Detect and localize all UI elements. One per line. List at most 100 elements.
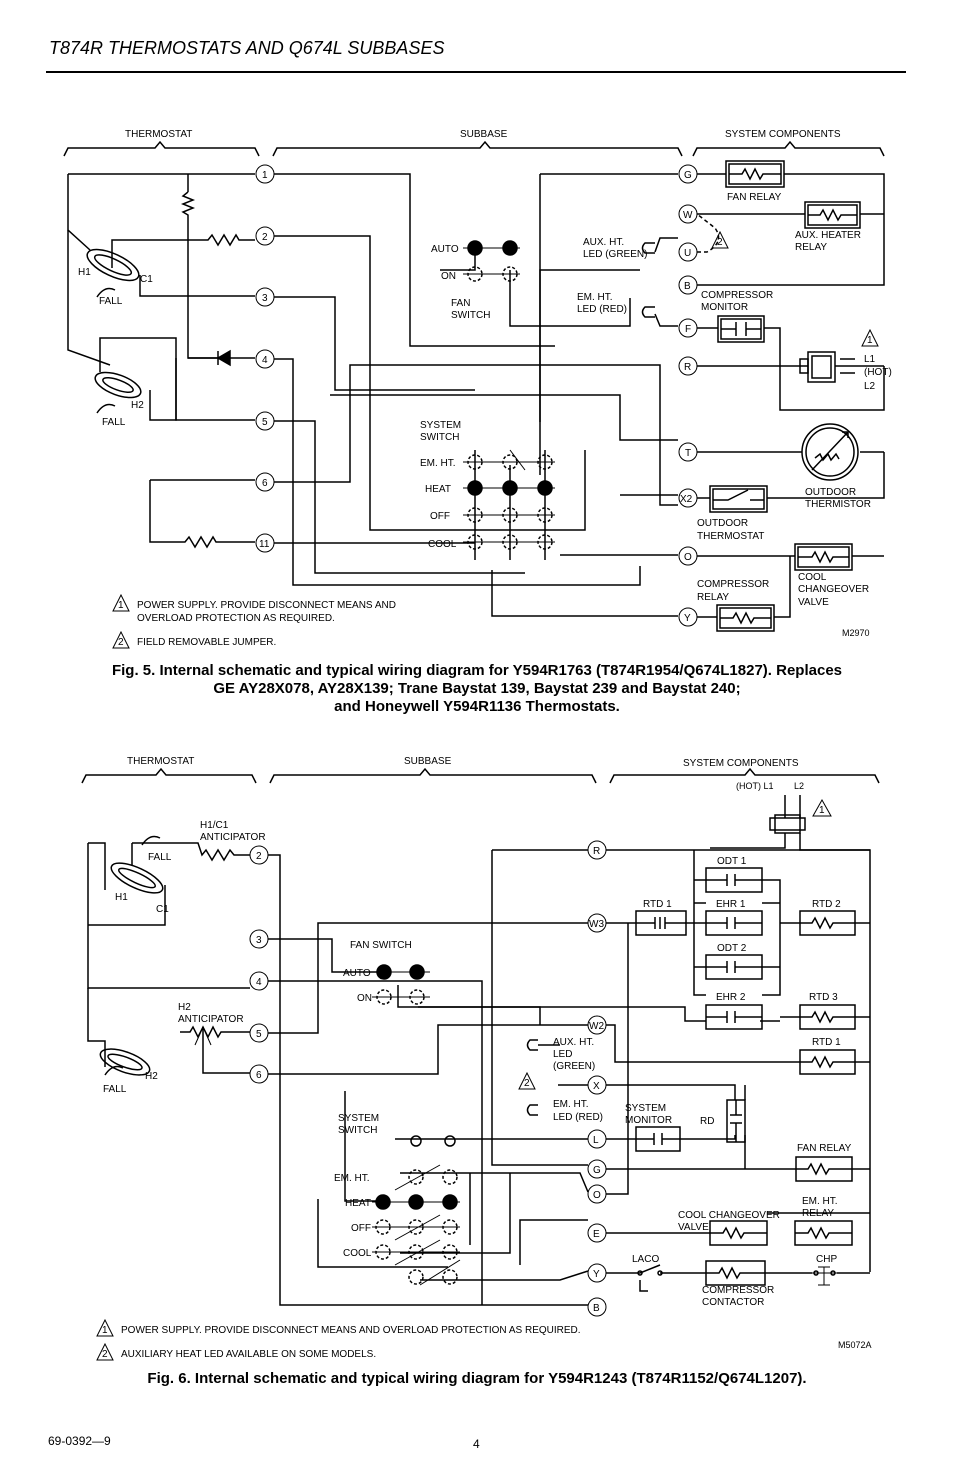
footer-doc-number: 69-0392—9 bbox=[48, 1434, 111, 1448]
fig5-cool: COOL bbox=[428, 539, 457, 550]
svg-text:11: 11 bbox=[259, 539, 270, 550]
fig5-brace-thermostat bbox=[63, 140, 260, 157]
fig5-note1-a: POWER SUPPLY. PROVIDE DISCONNECT MEANS A… bbox=[137, 600, 396, 611]
fig6-rtd3 bbox=[799, 1004, 856, 1030]
fig6-em-led-1: EM. HT. bbox=[553, 1099, 589, 1110]
fig5-diagram: THERMOSTAT SUBBASE SYSTEM COMPONENTS H1 … bbox=[63, 129, 892, 649]
fig6-odt2-label: ODT 2 bbox=[717, 943, 747, 954]
fig6-heat: HEAT bbox=[345, 1198, 371, 1209]
fig5-comp-relay-2: RELAY bbox=[697, 592, 729, 603]
fig6-fall-1: FALL bbox=[148, 852, 172, 863]
fig5-ccv-2: CHANGEOVER bbox=[798, 584, 869, 595]
fig5-thermostat-terminals: 1 2 3 4 5 6 11 bbox=[255, 164, 275, 553]
svg-text:2: 2 bbox=[262, 232, 268, 243]
fig5-ccv-1: COOL bbox=[798, 572, 827, 583]
fig5-brace-subbase bbox=[272, 140, 683, 157]
fig6-sys-mon-2: MONITOR bbox=[625, 1115, 672, 1126]
svg-text:B: B bbox=[684, 281, 691, 292]
header-rule bbox=[46, 71, 906, 73]
fig6-odt1-label: ODT 1 bbox=[717, 856, 747, 867]
fig5-hot: (HOT) bbox=[864, 367, 892, 378]
fig6-ehr2 bbox=[705, 1004, 763, 1030]
fig6-laco-label: LACO bbox=[632, 1254, 659, 1265]
svg-text:R: R bbox=[593, 846, 600, 857]
fig5-fall-2: FALL bbox=[102, 417, 126, 428]
svg-text:1: 1 bbox=[867, 335, 873, 346]
fig5-aux-heater-2: RELAY bbox=[795, 242, 827, 253]
fig6-system-wiring bbox=[606, 849, 871, 1274]
fig5-heat: HEAT bbox=[425, 484, 451, 495]
fig6-brace-subbase bbox=[269, 767, 597, 784]
fig6-ehr1-label: EHR 1 bbox=[716, 899, 746, 910]
svg-text:O: O bbox=[684, 552, 692, 563]
fig6-c1: C1 bbox=[156, 904, 169, 915]
svg-text:X2: X2 bbox=[680, 494, 693, 505]
fig6-odt1 bbox=[705, 867, 763, 893]
fig5-compressor-monitor bbox=[717, 315, 765, 343]
fig6-cc-2: CONTACTOR bbox=[702, 1297, 764, 1308]
fig5-comp-monitor-2: MONITOR bbox=[701, 302, 748, 313]
svg-text:2: 2 bbox=[256, 851, 262, 862]
svg-text:R: R bbox=[684, 362, 691, 373]
fig6-system-monitor bbox=[635, 1126, 681, 1152]
fig5-auto: AUTO bbox=[431, 244, 459, 255]
svg-text:3: 3 bbox=[256, 935, 262, 946]
fig5-section-system: SYSTEM COMPONENTS bbox=[725, 129, 841, 140]
fig6-h1c1-1: H1/C1 bbox=[200, 820, 229, 831]
svg-text:T: T bbox=[685, 448, 691, 459]
fig6-h2: H2 bbox=[145, 1071, 158, 1082]
fig6-laco bbox=[637, 1264, 663, 1292]
fig6-rtd1b-label: RTD 1 bbox=[812, 1037, 841, 1048]
fig5-ccv-3: VALVE bbox=[798, 597, 829, 608]
svg-text:W3: W3 bbox=[589, 919, 604, 930]
svg-text:E: E bbox=[593, 1229, 600, 1240]
svg-text:5: 5 bbox=[256, 1029, 262, 1040]
fig5-caption-line1: Fig. 5. Internal schematic and typical w… bbox=[111, 662, 843, 679]
fig5-comp-monitor-1: COMPRESSOR bbox=[701, 290, 773, 301]
fig6-aux-led bbox=[526, 1039, 560, 1051]
fig5-fan-relay-label: FAN RELAY bbox=[727, 192, 782, 203]
fig6-em-led bbox=[526, 1104, 538, 1116]
svg-text:W: W bbox=[683, 210, 693, 221]
svg-text:U: U bbox=[684, 248, 691, 259]
fig6-em-led-2: LED (RED) bbox=[553, 1112, 603, 1123]
svg-text:G: G bbox=[684, 170, 692, 181]
fig6-hot-l1: (HOT) L1 bbox=[736, 781, 774, 791]
svg-text:B: B bbox=[593, 1303, 600, 1314]
fig5-subbase-wiring bbox=[274, 173, 678, 617]
fig6-brace-thermostat bbox=[81, 767, 257, 784]
fig6-off: OFF bbox=[351, 1223, 371, 1234]
fig6-brace-system bbox=[609, 767, 880, 784]
fig5-comp-relay-1: COMPRESSOR bbox=[697, 579, 769, 590]
fig5-code: M2970 bbox=[842, 628, 870, 638]
fig5-l1: L1 bbox=[864, 354, 876, 365]
svg-text:3: 3 bbox=[262, 293, 268, 304]
fig6-note2: AUXILIARY HEAT LED AVAILABLE ON SOME MOD… bbox=[121, 1349, 376, 1360]
fig6-rtd3-label: RTD 3 bbox=[809, 992, 838, 1003]
fig5-caption-line2: GE AY28X078, AY28X139; Trane Baystat 139… bbox=[213, 680, 741, 697]
fig6-rtd1b bbox=[799, 1049, 856, 1075]
fig6-section-system: SYSTEM COMPONENTS bbox=[683, 758, 799, 769]
fig6-rd-label: RD bbox=[700, 1116, 714, 1127]
fig5-subbase-terminals: G W U B F R T X2 O Y bbox=[678, 164, 698, 627]
fig6-on: ON bbox=[357, 993, 372, 1004]
fig6-h1c1-2: ANTICIPATOR bbox=[200, 832, 266, 843]
fig6-fan-switch bbox=[372, 964, 430, 1005]
fig6-ehr-1: EM. HT. bbox=[802, 1196, 838, 1207]
fig5-fan-switch-1: FAN bbox=[451, 298, 470, 309]
fig6-ehr1 bbox=[705, 910, 763, 936]
svg-text:2: 2 bbox=[717, 237, 723, 248]
fig5-aux-led-2: LED (GREEN) bbox=[583, 249, 647, 260]
fig5-system-switch-1: SYSTEM bbox=[420, 420, 461, 431]
svg-text:4: 4 bbox=[262, 355, 268, 366]
fig5-aux-led-1: AUX. HT. bbox=[583, 237, 624, 248]
fig6-em-ht: EM. HT. bbox=[334, 1173, 370, 1184]
fig6-rtd2-label: RTD 2 bbox=[812, 899, 841, 910]
fig6-aux-led-2: LED bbox=[553, 1049, 572, 1060]
fig6-fan-relay bbox=[795, 1156, 853, 1182]
fig6-h2a-2: ANTICIPATOR bbox=[178, 1014, 244, 1025]
fig5-note2-triangle bbox=[112, 630, 130, 649]
fig5-h2: H2 bbox=[131, 400, 144, 411]
fig5-outdoor-tstat-1: OUTDOOR bbox=[697, 518, 748, 529]
fig6-rd bbox=[726, 1099, 746, 1143]
